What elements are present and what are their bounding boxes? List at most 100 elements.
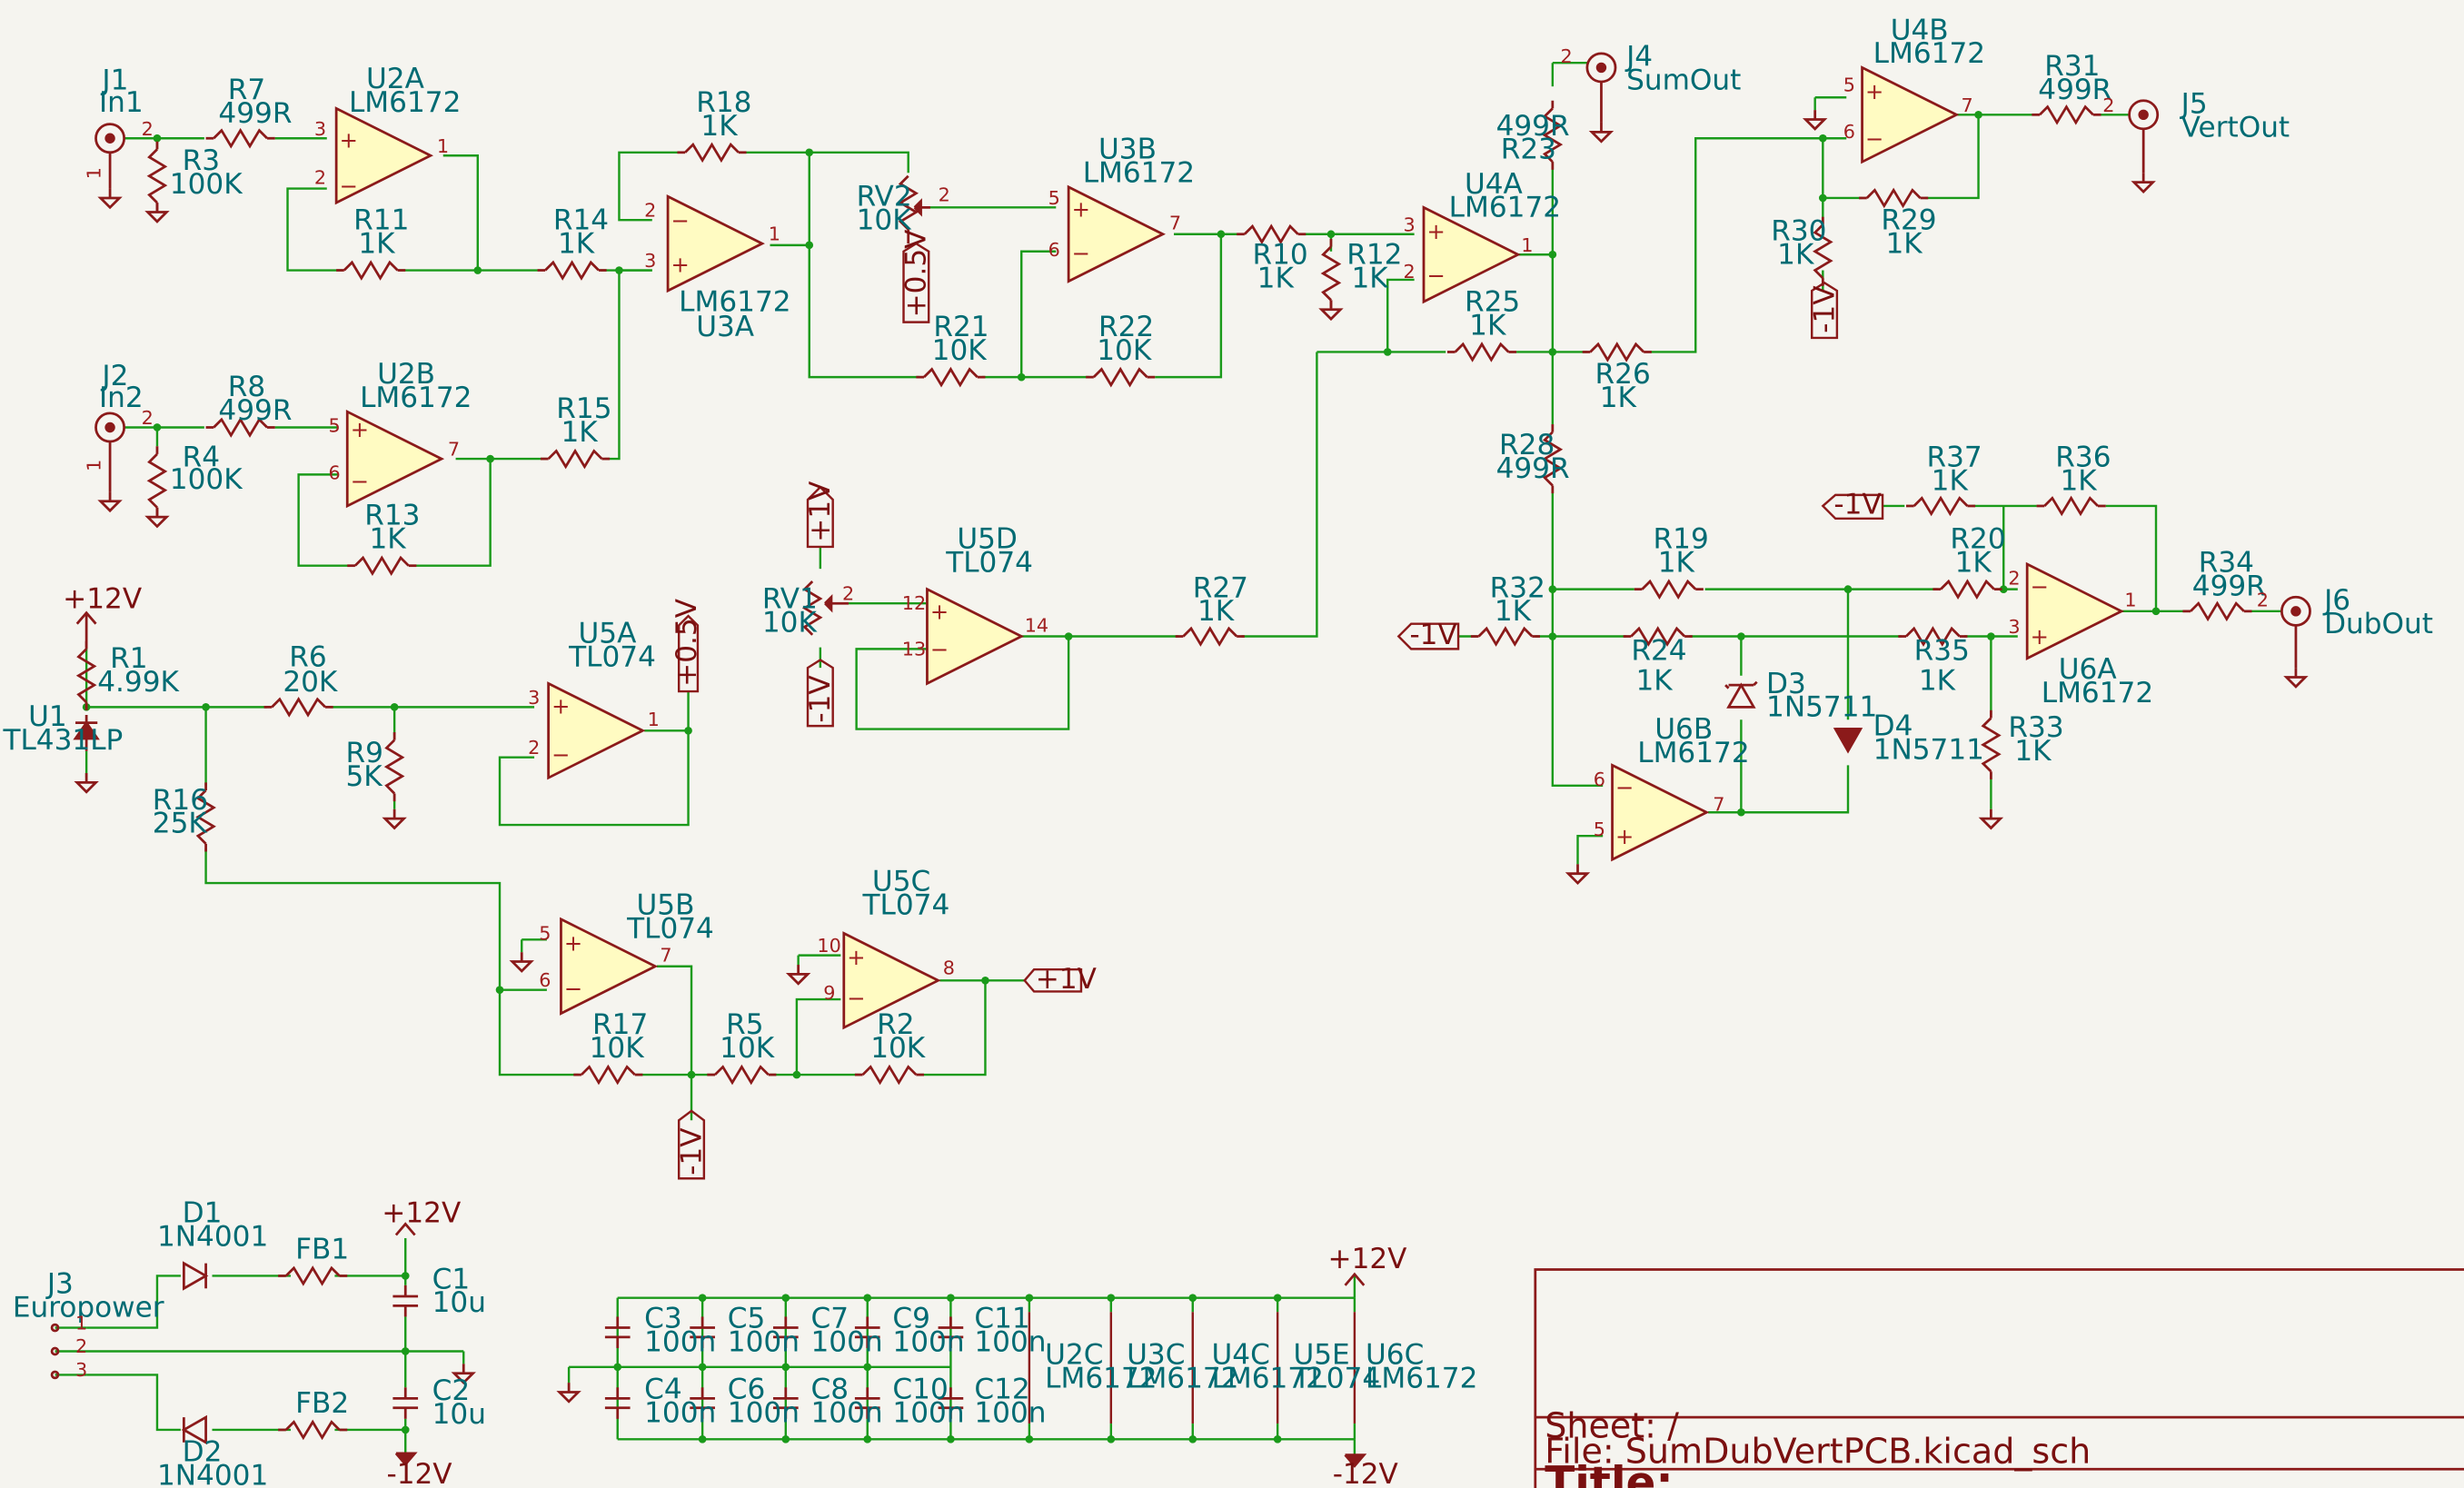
label-m1-r37: -1V [1833, 489, 1882, 521]
r9-value: 5K [346, 760, 384, 793]
j5-value: VertOut [2181, 112, 2290, 144]
d1-value: 1N4001 [157, 1221, 268, 1254]
r5-value: 10K [720, 1032, 776, 1065]
u4c-ref: U4C [1212, 1338, 1270, 1371]
r36-ref: R36 [2055, 441, 2111, 474]
label-p12-c1: +12V [382, 1197, 462, 1230]
svg-text:+: + [564, 930, 582, 956]
c3-value: 100n [644, 1325, 716, 1358]
r16-ref: R16 [153, 784, 208, 817]
label-p1-u5c: +1V [1036, 963, 1098, 996]
svg-text:3: 3 [75, 1359, 87, 1381]
d3-ref: D3 [1766, 668, 1806, 700]
r6-value: 20K [283, 666, 339, 699]
svg-text:1: 1 [75, 1312, 87, 1334]
r34-ref: R34 [2199, 547, 2254, 580]
potentiometers [801, 174, 930, 636]
junctions [82, 110, 2161, 1443]
r3-ref: R3 [183, 144, 220, 177]
opamp-signs: +− +− −+ +− +− +− +− +− +− +− −+ −+ [340, 79, 2049, 1011]
r37-ref: R37 [1926, 441, 1982, 474]
u6b-ref: U6B [1654, 713, 1713, 746]
svg-text:1: 1 [84, 460, 105, 471]
r10-ref: R10 [1252, 239, 1307, 272]
svg-text:3: 3 [644, 250, 656, 272]
c4-value: 100n [644, 1396, 716, 1429]
j6-ref: J6 [2322, 584, 2350, 617]
r5-ref: R5 [726, 1008, 763, 1041]
r22-value: 10K [1097, 334, 1153, 367]
c9-value: 100n [892, 1325, 964, 1358]
svg-text:2: 2 [644, 200, 656, 222]
u2a-value: LM6172 [349, 86, 461, 119]
u2b-value: LM6172 [360, 382, 472, 414]
svg-text:2: 2 [2257, 590, 2269, 611]
r20-value: 1K [1955, 547, 1993, 580]
u5e-value: TL074 [1292, 1362, 1380, 1394]
r1-ref: R1 [110, 642, 147, 675]
svg-text:−: − [551, 742, 570, 768]
r37-value: 1K [1932, 465, 1970, 498]
r24-value: 1K [1636, 664, 1674, 697]
u5b-ref: U5B [636, 889, 694, 922]
r33-value: 1K [2014, 735, 2052, 768]
u5c-value: TL074 [862, 889, 950, 922]
u4c-value: LM6172 [1212, 1362, 1324, 1394]
svg-text:+: + [847, 945, 865, 970]
svg-text:+: + [1072, 197, 1090, 223]
r32-value: 1K [1495, 595, 1533, 628]
svg-text:2: 2 [142, 407, 154, 429]
rv2-ref: RV2 [857, 181, 912, 213]
rv1-value: 10K [762, 606, 819, 639]
u5a-value: TL074 [568, 640, 656, 673]
svg-text:13: 13 [902, 638, 926, 660]
r12-value: 1K [1351, 263, 1389, 295]
c5-ref: C5 [728, 1303, 766, 1335]
r26-value: 1K [1600, 382, 1638, 414]
u3c-ref: U3C [1127, 1338, 1185, 1371]
global-label-frames [677, 242, 1884, 1180]
r8-value: 499R [218, 394, 292, 427]
pin-numbers: 21 21 321 567 231 567 321 567 321 121314… [75, 45, 2269, 1381]
c11-value: 100n [974, 1325, 1046, 1358]
svg-text:2: 2 [939, 184, 950, 205]
c10-ref: C10 [892, 1373, 948, 1405]
svg-text:5: 5 [328, 415, 340, 437]
svg-text:1: 1 [437, 135, 449, 157]
fb2-ref: FB2 [295, 1387, 349, 1420]
r25-ref: R25 [1465, 285, 1520, 318]
c8-value: 100n [810, 1396, 882, 1429]
r24-ref: R24 [1631, 634, 1686, 667]
svg-text:12: 12 [902, 592, 926, 614]
u5d-ref: U5D [957, 523, 1018, 556]
r35-value: 1K [1919, 664, 1957, 697]
j5-ref: J5 [2180, 88, 2208, 121]
svg-text:2: 2 [142, 118, 154, 140]
svg-text:7: 7 [1169, 213, 1181, 234]
r27-value: 1K [1197, 595, 1236, 628]
u3b-value: LM6172 [1083, 157, 1195, 190]
wires [55, 62, 2282, 1455]
r18-value: 1K [700, 110, 739, 143]
c6-value: 100n [728, 1396, 800, 1429]
svg-text:+: + [1865, 79, 1883, 104]
r13-value: 1K [369, 523, 407, 556]
c3-ref: C3 [644, 1303, 682, 1335]
svg-text:7: 7 [1713, 794, 1724, 816]
r35-ref: R35 [1914, 634, 1970, 667]
d4-ref: D4 [1873, 709, 1913, 742]
svg-text:−: − [847, 986, 865, 1011]
u3a-value: LM6172 [679, 285, 790, 318]
c2-ref: C2 [432, 1374, 471, 1407]
r4-ref: R4 [183, 441, 220, 474]
u6b-value: LM6172 [1637, 737, 1749, 769]
u5d-value: TL074 [945, 547, 1033, 580]
title-block [1534, 1268, 2464, 1488]
svg-text:+: + [1615, 824, 1634, 849]
r15-ref: R15 [556, 392, 611, 425]
r21-ref: R21 [933, 311, 989, 343]
r3-value: 100K [170, 168, 243, 201]
r31-value: 499R [2038, 74, 2111, 106]
svg-text:2: 2 [2102, 94, 2114, 116]
svg-text:2: 2 [1560, 45, 1572, 67]
